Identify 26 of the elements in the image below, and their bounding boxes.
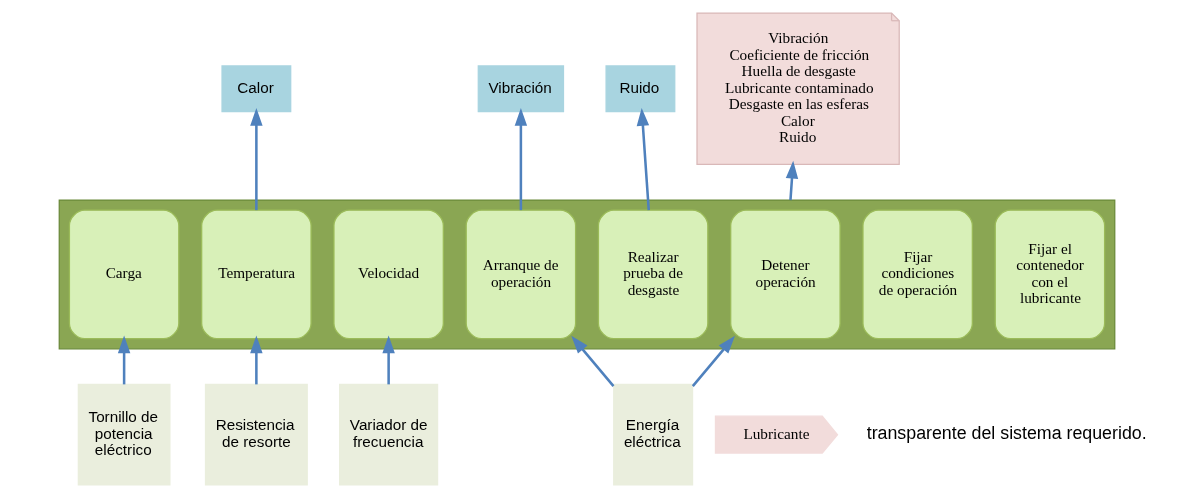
node-box: Resistencia de resorte <box>204 383 308 486</box>
node-box: Detener operación <box>730 209 841 340</box>
node-box: Velocidad <box>333 209 444 340</box>
arrow <box>785 160 799 201</box>
arrow <box>382 335 395 385</box>
cluster <box>58 199 1116 350</box>
node-box: Variador de frecuencia <box>339 383 439 486</box>
node-box: Temperatura <box>201 209 312 340</box>
arrow <box>636 108 651 211</box>
node-box: Fijar el contenedor con el lubricante <box>994 209 1106 340</box>
arrow <box>250 335 263 385</box>
arrow <box>250 108 263 211</box>
arrow <box>514 108 528 211</box>
node-box: Realizar prueba de desgaste <box>597 209 709 340</box>
arrow <box>117 335 131 385</box>
arrow <box>571 335 615 387</box>
node-box: Carga <box>68 209 180 340</box>
node-box: Vibración <box>477 65 565 113</box>
label: transparente del sistema requerido. <box>866 423 1147 444</box>
node-box: Tornillo de potencia eléctrico <box>77 383 171 486</box>
node-box: Energía eléctrica <box>613 383 694 486</box>
arrow <box>691 335 735 387</box>
node-box: Arranque de operación <box>465 209 577 340</box>
node-box: Fijar condiciones de operación <box>862 209 973 340</box>
node-box: Ruido <box>605 65 676 113</box>
node-box: Calor <box>221 65 292 113</box>
